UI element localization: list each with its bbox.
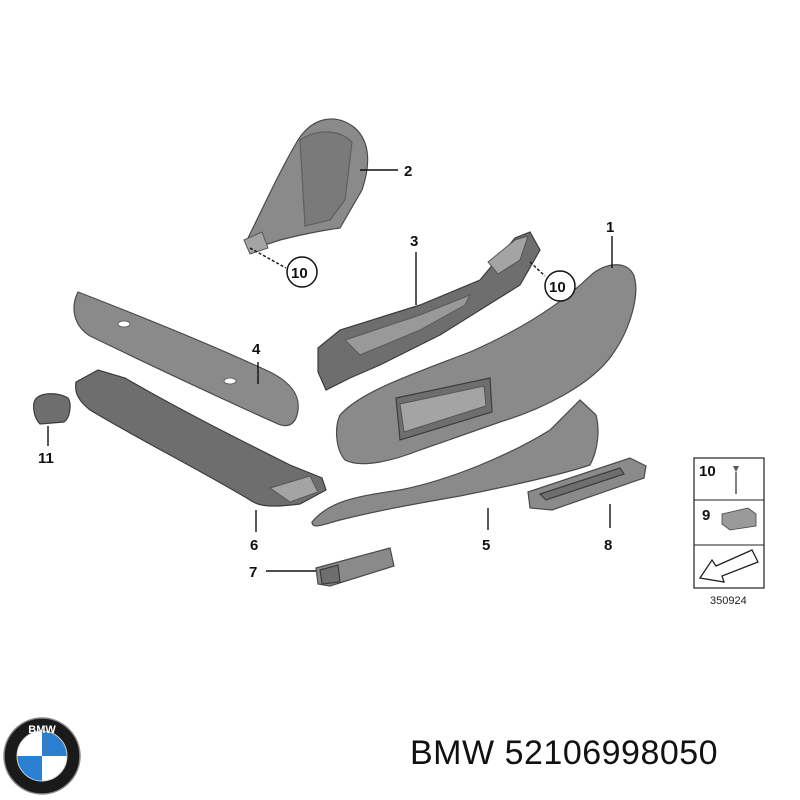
part-4-front-trim <box>73 291 299 427</box>
part-5-strip <box>311 399 599 527</box>
bmw-logo: BMW <box>3 717 81 795</box>
part-2-cover <box>243 118 369 255</box>
part-11-cap <box>33 393 71 425</box>
legend-box: 10 9 <box>693 457 765 589</box>
callout-label-5: 5 <box>482 537 490 554</box>
legend-label-10: 10 <box>699 463 716 480</box>
callout-label-11: 11 <box>38 450 54 467</box>
callout-3: 3 <box>410 233 418 305</box>
callout-label-2: 2 <box>404 163 412 180</box>
callout-label-1: 1 <box>606 219 614 236</box>
callout-label-10a: 10 <box>291 265 308 282</box>
callout-10b: 10 <box>529 261 576 302</box>
part-6-lower-trim <box>75 369 327 507</box>
callout-label-4: 4 <box>252 341 261 358</box>
arrow-icon <box>698 549 759 583</box>
callout-label-10b: 10 <box>549 279 566 296</box>
callout-label-6: 6 <box>250 537 258 554</box>
callout-label-8: 8 <box>604 537 612 554</box>
clip-icon <box>721 507 757 531</box>
callout-4: 4 <box>252 341 261 384</box>
callout-7: 7 <box>249 564 316 581</box>
part-number: 52106998050 <box>504 734 719 772</box>
part-8-rail <box>527 457 647 511</box>
logo-text: BMW <box>28 724 56 736</box>
callout-11: 11 <box>38 426 54 467</box>
part-1-side-panel <box>335 264 637 465</box>
callout-5: 5 <box>482 508 490 554</box>
part-3-frame <box>317 231 541 391</box>
brand-name: BMW <box>410 734 495 772</box>
callout-1: 1 <box>606 219 614 268</box>
push-pin-icon <box>733 466 739 494</box>
legend-label-9: 9 <box>702 507 710 524</box>
reference-number: 350924 <box>710 595 747 607</box>
callout-6: 6 <box>250 510 258 554</box>
callout-label-7: 7 <box>249 564 257 581</box>
callout-label-3: 3 <box>410 233 418 250</box>
part-7-clip <box>315 547 395 587</box>
callout-8: 8 <box>604 504 612 554</box>
callout-10a: 10 <box>249 247 318 288</box>
callout-2: 2 <box>360 163 412 180</box>
